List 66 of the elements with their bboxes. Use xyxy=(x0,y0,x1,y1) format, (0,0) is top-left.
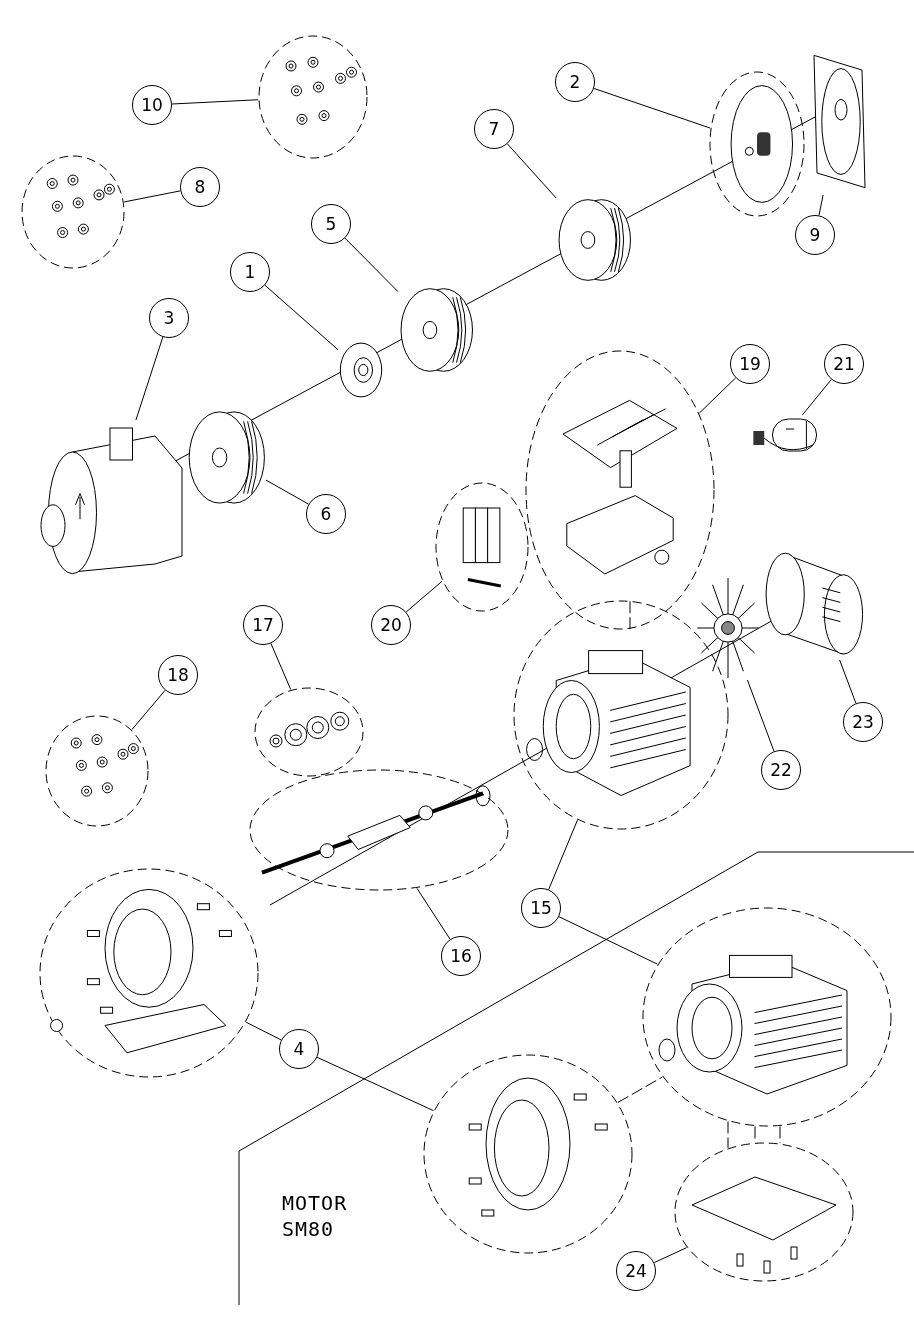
callout-number: 8 xyxy=(180,167,220,207)
callout-number: 2 xyxy=(555,62,595,102)
motor-model-label: MOTOR SM80 xyxy=(282,1190,349,1242)
leader-line xyxy=(135,336,164,421)
leader-line xyxy=(653,1247,688,1264)
leader-line xyxy=(506,143,557,199)
leader-line xyxy=(558,916,658,965)
callout-number: 16 xyxy=(441,936,481,976)
callout-number: 19 xyxy=(730,344,770,384)
callout-number: 4 xyxy=(279,1029,319,1069)
leader-line xyxy=(548,819,578,890)
motor-housing-group-drawing xyxy=(513,600,729,830)
callout-number: 22 xyxy=(761,750,801,790)
leader-line xyxy=(316,1056,434,1112)
impeller-drawing xyxy=(338,342,384,398)
callout-number: 6 xyxy=(306,494,346,534)
leader-line xyxy=(265,479,310,505)
leader-line xyxy=(171,99,259,105)
callout-number: 20 xyxy=(371,605,411,645)
leader-line xyxy=(344,237,399,293)
callout-number: 24 xyxy=(616,1251,656,1291)
leader-line xyxy=(245,1021,282,1041)
leader-line xyxy=(264,284,339,351)
callout-number: 3 xyxy=(149,298,189,338)
motor-foot-group-drawing xyxy=(674,1142,854,1282)
leader-line xyxy=(818,194,824,216)
leader-line xyxy=(270,642,292,691)
fan-drawing xyxy=(696,576,760,680)
diffuser-drawing xyxy=(398,287,474,373)
callout-number: 5 xyxy=(311,204,351,244)
leader-line xyxy=(698,377,737,414)
callout-number: 1 xyxy=(230,252,270,292)
end-shield-group-drawing xyxy=(423,1054,633,1254)
callout-number: 17 xyxy=(243,605,283,645)
diffuser-drawing xyxy=(556,198,632,282)
callout-number: 7 xyxy=(474,109,514,149)
end-shield-group-drawing xyxy=(39,868,259,1078)
alignment-line xyxy=(629,599,631,630)
alignment-line xyxy=(727,1121,729,1149)
terminal-box-group-drawing xyxy=(525,350,715,630)
leader-line xyxy=(801,379,832,416)
leader-line xyxy=(131,689,166,731)
leader-line xyxy=(593,87,711,129)
leader-line xyxy=(839,659,857,704)
callout-number: 10 xyxy=(132,85,172,125)
switch-group-drawing xyxy=(435,482,529,612)
seal-set-group-drawing xyxy=(45,715,149,827)
leader-line xyxy=(123,190,181,203)
motor-housing-group-drawing xyxy=(642,907,892,1127)
alignment-line xyxy=(779,1125,781,1144)
leader-line xyxy=(416,887,451,940)
diffuser-drawing xyxy=(186,410,266,505)
plug-set-group-drawing xyxy=(21,155,125,269)
callout-number: 18 xyxy=(158,655,198,695)
seal-plate-group-drawing xyxy=(709,71,805,217)
alignment-line xyxy=(617,1076,663,1103)
capacitor-drawing xyxy=(752,415,820,455)
callout-number: 21 xyxy=(824,344,864,384)
callout-number: 9 xyxy=(795,215,835,255)
bearing-group-drawing xyxy=(254,687,364,777)
callout-number: 23 xyxy=(843,702,883,742)
callout-number: 15 xyxy=(521,888,561,928)
leader-line xyxy=(746,679,775,752)
leader-line xyxy=(405,580,443,613)
rotor-group-drawing xyxy=(249,769,509,891)
fittings-group-drawing xyxy=(258,35,368,159)
